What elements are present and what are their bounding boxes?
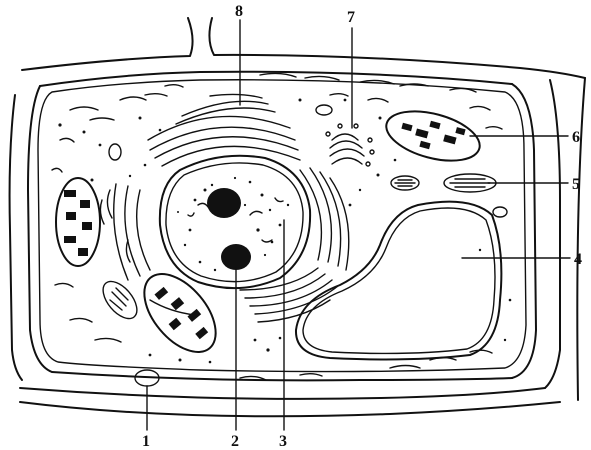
cell-membrane — [38, 80, 526, 372]
chloroplast-small-left — [97, 275, 144, 324]
label-8: 8 — [235, 3, 243, 20]
chloroplast-left — [56, 178, 100, 266]
label-6: 6 — [572, 129, 580, 146]
label-7: 7 — [347, 9, 355, 26]
nucleolus-lower — [221, 244, 251, 270]
label-4: 4 — [574, 251, 582, 268]
cytoplasm-vesicles — [52, 73, 507, 380]
label-2: 2 — [231, 433, 239, 450]
label-5: 5 — [572, 176, 580, 193]
chloroplast-small-a — [391, 176, 419, 190]
label-1: 1 — [142, 433, 150, 450]
golgi-apparatus — [326, 124, 374, 166]
nucleolus-upper — [207, 188, 241, 218]
label-3: 3 — [279, 433, 287, 450]
